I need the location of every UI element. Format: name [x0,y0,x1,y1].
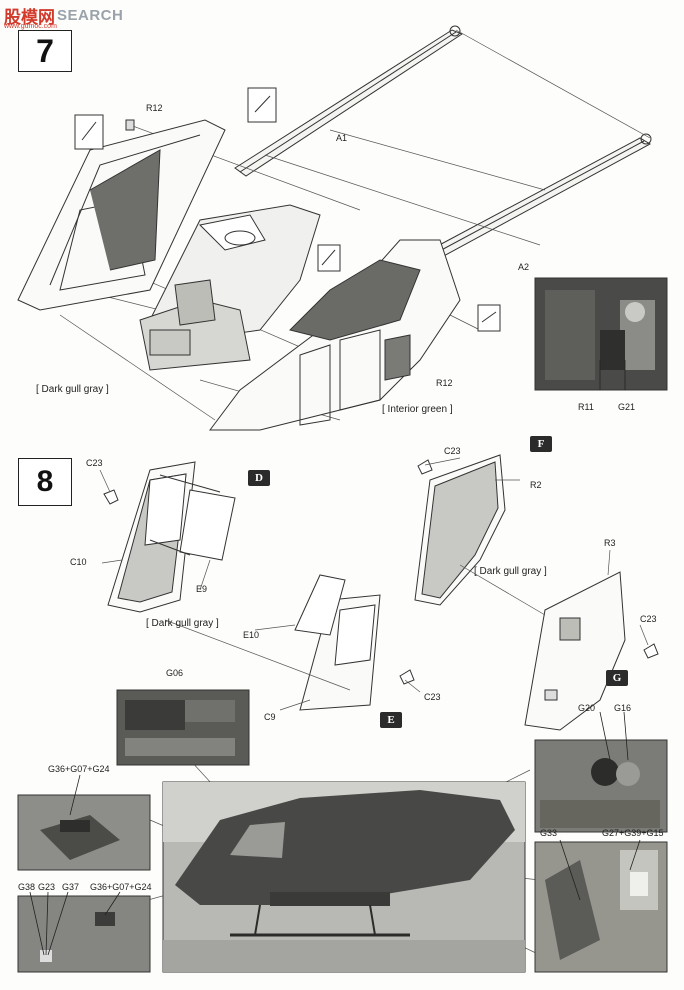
door-part-c9 [299,594,381,711]
label-g06: G06 [166,668,184,678]
label-g36-g07-g24-top: G36+G07+G24 [48,764,110,774]
label-c23-g: C23 [640,614,657,624]
right-fuselage-side [209,239,461,431]
fuselage-interior [139,204,321,371]
label-g38: G38 [18,882,36,892]
label-e9: E9 [196,584,208,594]
label-a1: A1 [336,133,348,143]
label-r2: R2 [530,480,542,490]
watermark-url: www.gumoc.com [4,23,57,30]
label-g20: G20 [578,703,596,713]
rotor-blade-a1 [234,25,464,177]
label-g33: G33 [540,828,558,838]
reference-photo-g38-g37 [17,895,151,973]
step-7-number: 7 [36,32,54,69]
reference-photo-g20-g16 [534,739,668,833]
handle-c23-e [399,669,415,685]
sub-assembly-badge-d: D [248,470,270,486]
paint-callout-dark-gull-gray-f: [ Dark gull gray ] [474,566,547,577]
label-r12-top: R12 [146,103,163,113]
paint-callout-dark-gull-gray-d: [ Dark gull gray ] [146,618,219,629]
label-c23-e: C23 [424,692,441,702]
label-r12-bottom: R12 [436,378,453,388]
handle-c23-d [103,489,119,505]
reference-photo-g36-top [17,794,151,871]
rotor-blade-a2 [429,133,652,259]
label-c10: C10 [70,557,87,567]
handle-c23-f [417,459,433,475]
window-part-e10 [294,574,346,636]
label-g21: G21 [618,402,636,412]
reference-photo-helicopter-side [162,781,526,973]
label-r3: R3 [604,538,616,548]
label-c23-d: C23 [86,458,103,468]
paint-callout-dark-gull-gray: [ Dark gull gray ] [36,384,109,395]
window-part-e9 [149,474,236,561]
step-8-box: 8 [18,458,72,506]
watermark-en-text: SEARCH [57,6,124,24]
sub-assembly-badge-f: F [530,436,552,452]
site-watermark: 股模网 SEARCH www.gumoc.com [4,2,124,31]
label-g36-g07-g24-bottom: G36+G07+G24 [90,882,152,892]
paint-callout-interior-green: [ Interior green ] [382,404,453,415]
label-e10: E10 [243,630,260,640]
sub-assembly-badge-g: G [606,670,628,686]
handle-c23-g [643,643,659,659]
label-g16: G16 [614,703,632,713]
door-part-r3 [524,571,626,731]
label-g37: G37 [62,882,80,892]
left-door-frame [17,119,226,311]
label-r11: R11 [578,402,594,412]
label-c9: C9 [264,712,276,722]
step-7-box: 7 [18,30,72,72]
door-part-c10 [107,461,196,613]
rotor-detail-parts [74,87,501,332]
label-a2: A2 [518,262,530,272]
reference-photo-rotor-hub [534,277,668,391]
watermark-cn-text: 股模网 [4,7,55,28]
step-8-number: 8 [36,465,54,498]
door-part-r2 [414,454,506,606]
label-g27-g39-g15: G27+G39+G15 [602,828,664,838]
sub-assembly-badge-e: E [380,712,402,728]
label-c23-f: C23 [444,446,461,456]
reference-photo-g33-g27 [534,841,668,973]
label-g23: G23 [38,882,56,892]
reference-photo-g06 [116,689,250,766]
